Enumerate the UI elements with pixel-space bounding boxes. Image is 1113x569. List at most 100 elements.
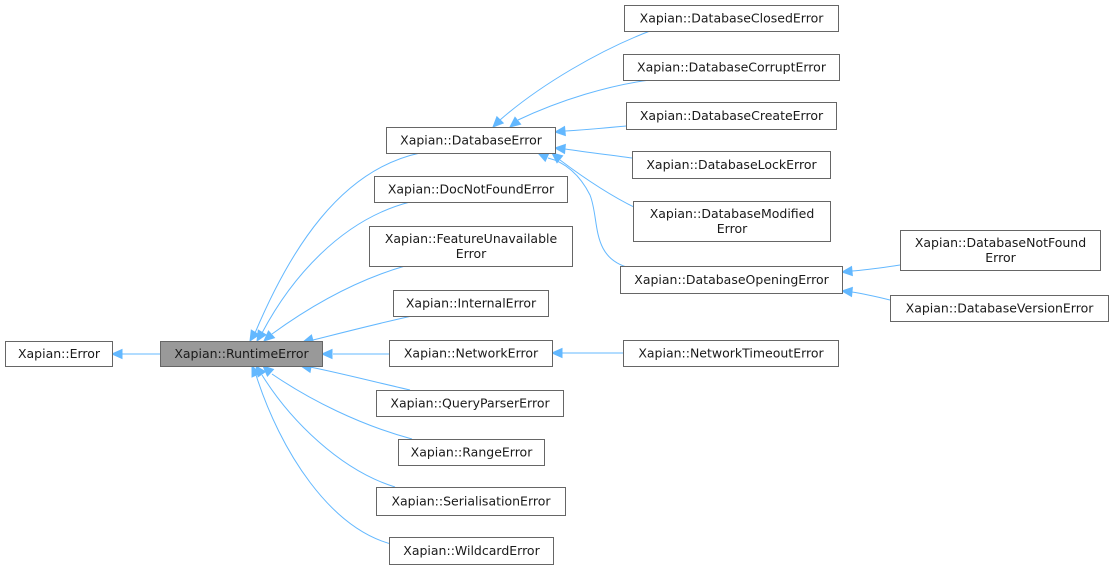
node-dbversion[interactable]: Xapian::DatabaseVersionError (890, 295, 1109, 322)
node-box (623, 340, 839, 367)
node-label: Xapian::DatabaseOpeningError (634, 272, 829, 287)
node-box (160, 341, 323, 367)
node-box (374, 176, 568, 203)
edge-line (851, 291, 891, 301)
node-box (633, 201, 831, 242)
node-label: Xapian::RuntimeError (174, 346, 309, 361)
node-box (5, 341, 113, 367)
node-box (376, 487, 566, 516)
arrowhead-icon (492, 115, 505, 128)
node-label: Xapian::DatabaseNotFound (915, 235, 1086, 250)
node-box (900, 230, 1101, 271)
edge-networktimeout-to-network (550, 347, 623, 359)
node-box (632, 151, 831, 179)
edge-wildcard-to-runtime (251, 364, 396, 546)
node-label: Xapian::InternalError (406, 296, 537, 311)
edge-line (564, 125, 627, 132)
node-dbclosed[interactable]: Xapian::DatabaseClosedError (624, 5, 839, 32)
node-box (620, 266, 843, 294)
edge-line (547, 157, 631, 269)
arrowhead-icon (249, 329, 260, 343)
edge-docnotfound-to-runtime (256, 201, 411, 343)
node-box (398, 439, 545, 466)
node-error[interactable]: Xapian::Error (5, 341, 113, 367)
node-box (376, 390, 564, 417)
node-label: Xapian::DatabaseVersionError (906, 301, 1095, 316)
edge-dbclosed-to-database (492, 30, 651, 128)
node-dblock[interactable]: Xapian::DatabaseLockError (632, 151, 831, 179)
arrowhead-icon (553, 125, 566, 137)
edge-network-to-runtime (320, 348, 389, 360)
edge-line (261, 374, 396, 488)
edge-dbmodified-to-database (551, 152, 641, 211)
arrowhead-icon (110, 348, 123, 360)
edge-line (851, 264, 901, 272)
edge-queryparser-to-runtime (299, 362, 411, 391)
node-label: Xapian::DatabaseError (400, 133, 543, 148)
edge-line (255, 374, 396, 546)
node-label: Xapian::NetworkTimeoutError (638, 346, 824, 361)
edge-dbcreate-to-database (553, 125, 627, 137)
arrowhead-icon (509, 116, 522, 128)
node-box (369, 226, 573, 267)
node-label: Xapian::WildcardError (403, 543, 540, 558)
node-dbcreate[interactable]: Xapian::DatabaseCreateError (626, 102, 837, 130)
node-box (389, 537, 554, 565)
node-database[interactable]: Xapian::DatabaseError (386, 127, 556, 154)
edge-line (261, 201, 411, 334)
arrowhead-icon (251, 364, 262, 378)
arrowhead-icon (536, 152, 550, 163)
edge-featureunavailable-to-runtime (263, 265, 406, 342)
arrowhead-icon (840, 265, 853, 277)
node-internal[interactable]: Xapian::InternalError (393, 290, 549, 317)
node-queryparser[interactable]: Xapian::QueryParserError (376, 390, 564, 417)
node-label: Xapian::DocNotFoundError (388, 182, 555, 197)
node-label: Error (456, 246, 487, 261)
edge-dblock-to-database (553, 143, 633, 159)
edge-line (309, 366, 411, 391)
arrowhead-icon (320, 348, 333, 360)
arrowhead-icon (263, 330, 276, 342)
node-label: Error (717, 221, 748, 236)
node-runtime: Xapian::RuntimeError (160, 341, 323, 367)
node-box (389, 340, 553, 367)
node-label: Xapian::FeatureUnavailable (385, 231, 558, 246)
node-label: Xapian::DatabaseCreateError (640, 108, 824, 123)
node-network[interactable]: Xapian::NetworkError (389, 340, 553, 367)
node-label: Xapian::DatabaseClosedError (640, 11, 825, 26)
node-dbopening[interactable]: Xapian::DatabaseOpeningError (620, 266, 843, 294)
edge-line (559, 159, 641, 211)
node-label: Xapian::QueryParserError (390, 396, 550, 411)
edge-dbversion-to-dbopening (840, 286, 891, 301)
node-box (626, 102, 837, 130)
node-wildcard[interactable]: Xapian::WildcardError (389, 537, 554, 565)
arrowhead-icon (551, 152, 564, 164)
arrowhead-icon (550, 347, 563, 359)
node-range[interactable]: Xapian::RangeError (398, 439, 545, 466)
edge-database-to-runtime (249, 152, 421, 343)
node-label: Error (985, 250, 1016, 265)
node-label: Xapian::DatabaseModified (650, 206, 815, 221)
node-dbcorrupt[interactable]: Xapian::DatabaseCorruptError (623, 54, 840, 81)
node-docnotfound[interactable]: Xapian::DocNotFoundError (374, 176, 568, 203)
node-label: Xapian::RangeError (411, 445, 534, 460)
node-networktimeout[interactable]: Xapian::NetworkTimeoutError (623, 340, 839, 367)
edge-dbcorrupt-to-database (509, 79, 651, 128)
node-label: Xapian::SerialisationError (391, 494, 551, 509)
node-label: Xapian::DatabaseCorruptError (637, 60, 827, 75)
node-box (624, 5, 839, 32)
node-box (623, 54, 840, 81)
edge-line (517, 79, 651, 121)
edge-dbnotfound-to-dbopening (840, 264, 901, 277)
node-box (393, 290, 549, 317)
edge-runtime-to-error (110, 348, 160, 360)
node-label: Xapian::NetworkError (404, 346, 539, 361)
arrowhead-icon (553, 143, 566, 155)
edge-line (254, 152, 421, 334)
node-serialisation[interactable]: Xapian::SerialisationError (376, 487, 566, 516)
edge-line (312, 315, 413, 341)
